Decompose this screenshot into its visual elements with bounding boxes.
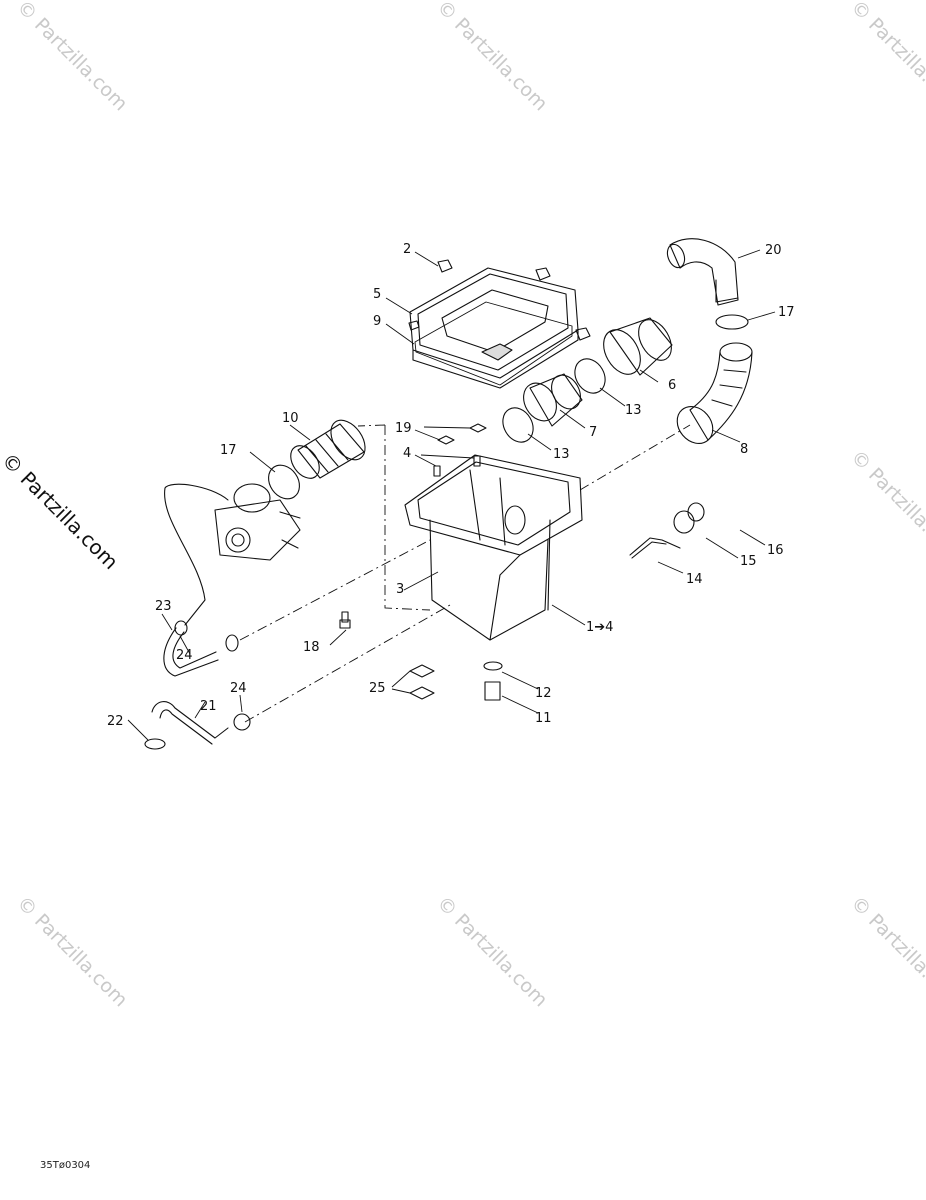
screw [339,611,351,629]
spacer [473,455,481,467]
drain-tube [484,681,501,701]
carburetor-boot [290,419,366,479]
callout-6: 6 [668,378,676,393]
callout-22: 22 [107,714,124,729]
callout-23: 23 [155,599,172,614]
carburetor [164,483,301,626]
callout-5: 5 [373,287,381,302]
vent-hose [172,631,217,669]
callout-4: 4 [403,446,411,461]
diagram-code: 35Tø0304 [40,1160,91,1171]
hose-clamp [233,713,251,731]
callout-25: 25 [369,681,386,696]
inlet-elbow [666,238,739,306]
nut [469,423,487,433]
callout-24: 24 [230,681,247,696]
pad [409,686,435,700]
hose-clamp [502,407,534,443]
intake-adapter [603,317,673,376]
callout-13: 13 [625,403,642,418]
cover-clip [408,259,591,341]
callout-9: 9 [373,314,381,329]
callout-2: 2 [403,242,411,257]
callout-20: 20 [765,243,782,258]
callout-7: 7 [589,425,597,440]
callout-3: 3 [396,582,404,597]
callout-16: 16 [767,543,784,558]
callout-24: 24 [176,648,193,663]
hose-clamp [715,314,749,330]
nut [437,435,455,445]
strap [629,537,681,559]
filter-gasket [414,301,573,386]
callout-18: 18 [303,640,320,655]
callout-11: 11 [535,711,552,726]
intake-sleeve [523,373,583,427]
callout-10: 10 [282,411,299,426]
callout-1-4: 1➔4 [586,620,613,635]
airbox-cover [409,267,579,389]
callout-15: 15 [740,554,757,569]
hose-clamp [144,738,166,750]
vent-hose [163,627,219,677]
cap [673,510,695,534]
airbox [404,454,583,641]
callout-12: 12 [535,686,552,701]
callout-17: 17 [778,305,795,320]
hose-clamp [268,464,300,500]
hose-clamp [225,634,239,652]
callout-13: 13 [553,447,570,462]
drain-hose [151,701,229,739]
plug [687,502,705,522]
drain-clamp [483,661,503,671]
callout-14: 14 [686,572,703,587]
callout-19: 19 [395,421,412,436]
inlet-duct [676,342,753,445]
callout-21: 21 [200,699,217,714]
hose-clamp [174,620,188,636]
spacer [433,465,441,477]
drain-hose [159,709,213,745]
callout-17: 17 [220,443,237,458]
pad [409,664,435,678]
callout-8: 8 [740,442,748,457]
hose-clamp [574,358,606,394]
